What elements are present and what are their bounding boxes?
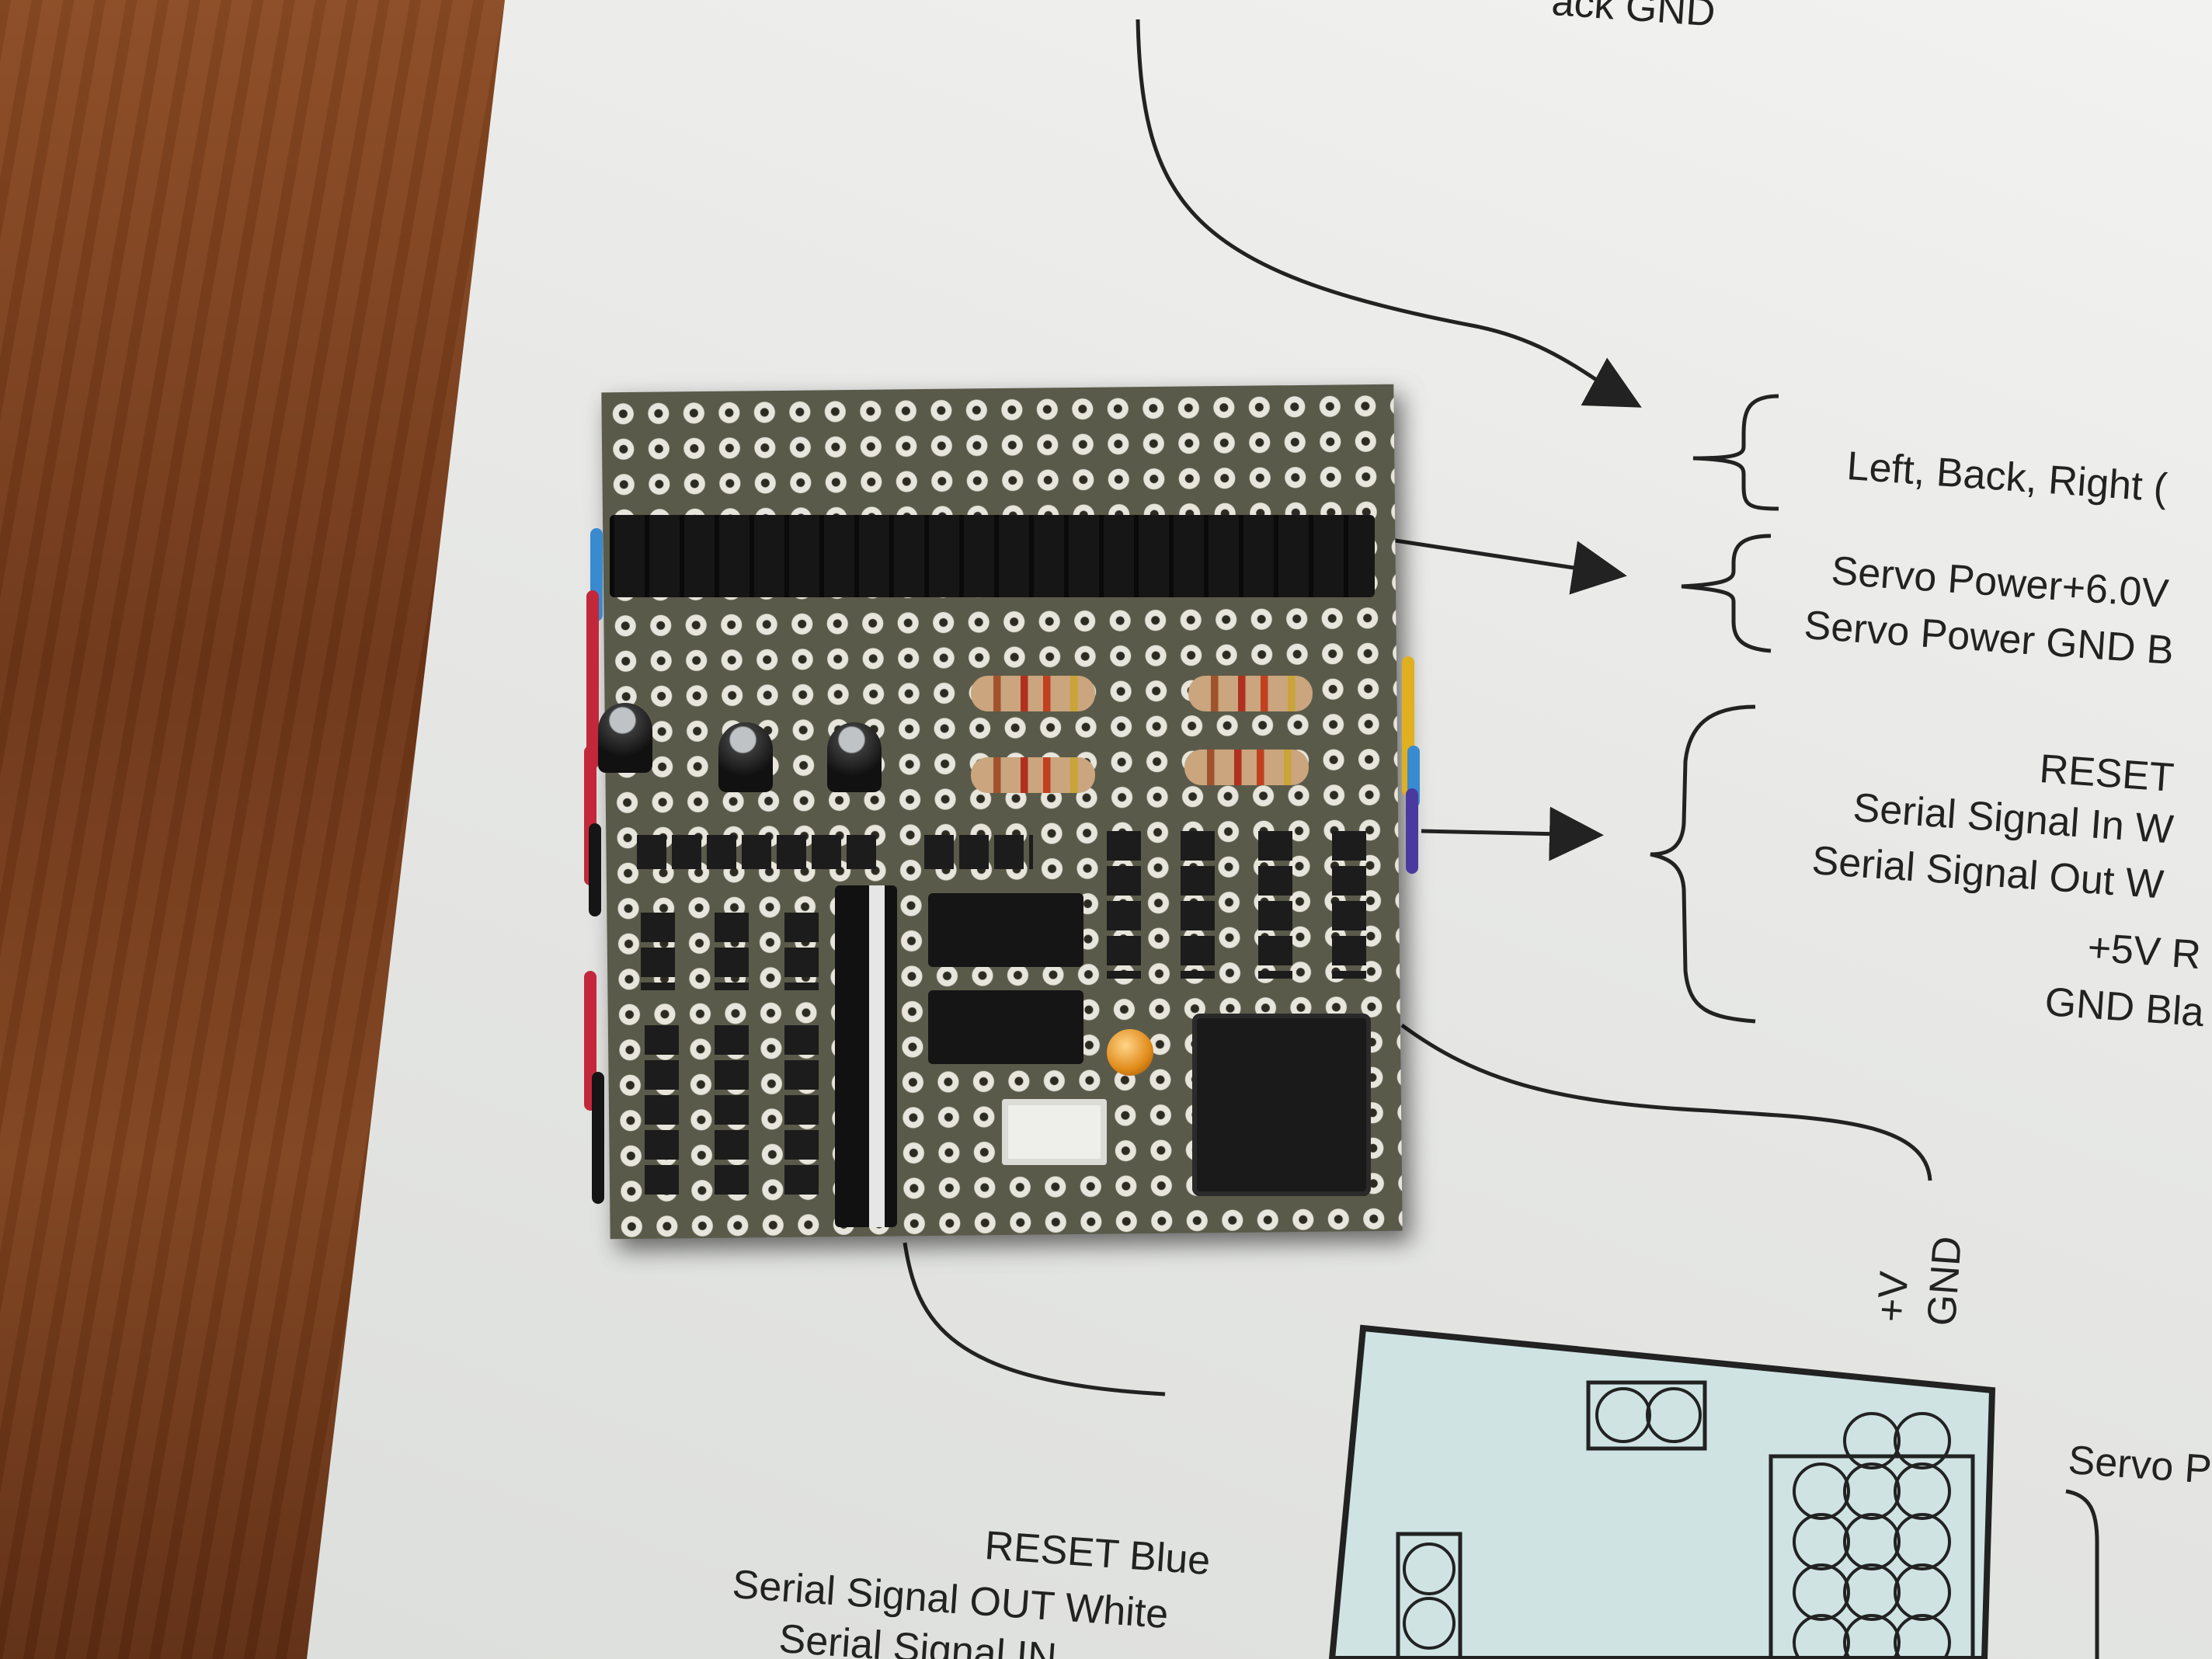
bracket-1 [1692, 394, 1779, 511]
pin-header-column [1332, 831, 1366, 979]
label-servo-cut: Servo P [2066, 1437, 2212, 1493]
ic-chip [928, 990, 1083, 1064]
pin-header-column [645, 1025, 679, 1196]
diagram-connector-side [1396, 1532, 1462, 1659]
white-jst-connector [1002, 1099, 1107, 1165]
sensor-module [1192, 1014, 1371, 1196]
diagram-pin [1403, 1542, 1456, 1595]
leader-line-header [1389, 537, 1627, 595]
diagram-pin [1595, 1387, 1651, 1443]
capacitor [598, 703, 652, 773]
orange-led [1107, 1029, 1153, 1076]
diagram-pin [1646, 1387, 1702, 1443]
leader-line-right [1421, 806, 1604, 861]
label-vertical-gnd: GND [1918, 1234, 1970, 1328]
slide-switch [835, 885, 897, 1227]
wire-red [586, 590, 599, 769]
bracket-3 [1650, 704, 1756, 1024]
resistor [1184, 750, 1309, 785]
ic-chip [928, 893, 1083, 967]
label-vertical-plus-v: +V [1868, 1270, 1918, 1324]
diagram-connector-small [1586, 1380, 1707, 1451]
pin-header-column [715, 913, 749, 990]
diagram-header-large [1769, 1454, 1975, 1659]
pin-header-column [1107, 831, 1141, 979]
pin-header-row [637, 835, 878, 869]
wire-black [592, 1072, 604, 1204]
capacitor [827, 722, 882, 792]
capacitor [718, 722, 773, 792]
pin-header-column [784, 1025, 819, 1196]
bracket-2 [1681, 534, 1772, 653]
diagram-header-pins [1793, 1412, 1951, 1659]
pin-header-column [1258, 831, 1292, 979]
pin-header-column [784, 913, 819, 990]
label-reset: RESET [2037, 746, 2175, 801]
leader-line-top [1136, 19, 1642, 408]
leader-line-sensor [1400, 1023, 1932, 1181]
servo-header-socket [610, 515, 1375, 597]
leader-line-bottom [903, 1242, 1166, 1396]
resistor [1188, 676, 1313, 711]
wire-purple [1406, 788, 1418, 874]
resistor [971, 757, 1095, 793]
bracket-4 [2065, 1489, 2099, 1659]
diagram-pin [1403, 1597, 1456, 1650]
resistor [971, 676, 1095, 711]
pin-header-column [1181, 831, 1215, 979]
pin-header-column [641, 913, 675, 990]
wire-black [589, 823, 601, 916]
label-5v: +5V R [2085, 924, 2203, 979]
pin-header-column [715, 1025, 749, 1196]
pin-header-row [924, 835, 1033, 869]
diagram-outline [1328, 1324, 1996, 1659]
